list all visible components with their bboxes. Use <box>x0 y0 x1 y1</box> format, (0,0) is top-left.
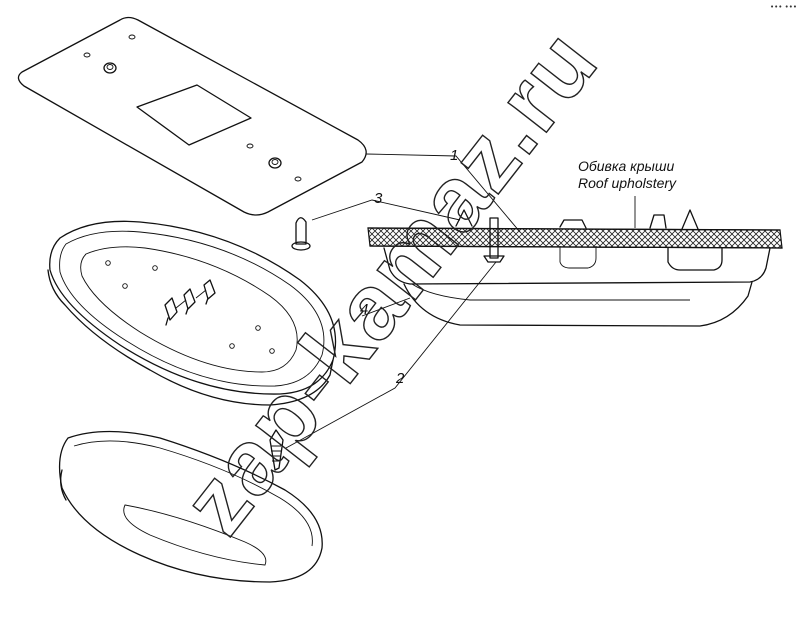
roof-label-en: Roof upholstery <box>578 175 677 191</box>
callout-3: 3 <box>374 190 383 207</box>
callout-4: 4 <box>360 301 368 318</box>
corner-mark: ••• ••• <box>770 3 797 11</box>
screw-part <box>269 429 284 471</box>
leader-lines <box>285 153 636 449</box>
callout-2: 2 <box>395 370 405 387</box>
mounting-plate <box>17 16 367 216</box>
roof-label-ru: Обивка крыши <box>578 158 674 174</box>
lamp-housing <box>47 220 337 406</box>
installed-assembly <box>367 209 783 327</box>
callout-1: 1 <box>450 147 458 164</box>
watermark-text: zap-kamaz.ru <box>163 11 617 552</box>
diffuser-lens <box>58 430 323 583</box>
clip-part <box>291 217 311 251</box>
